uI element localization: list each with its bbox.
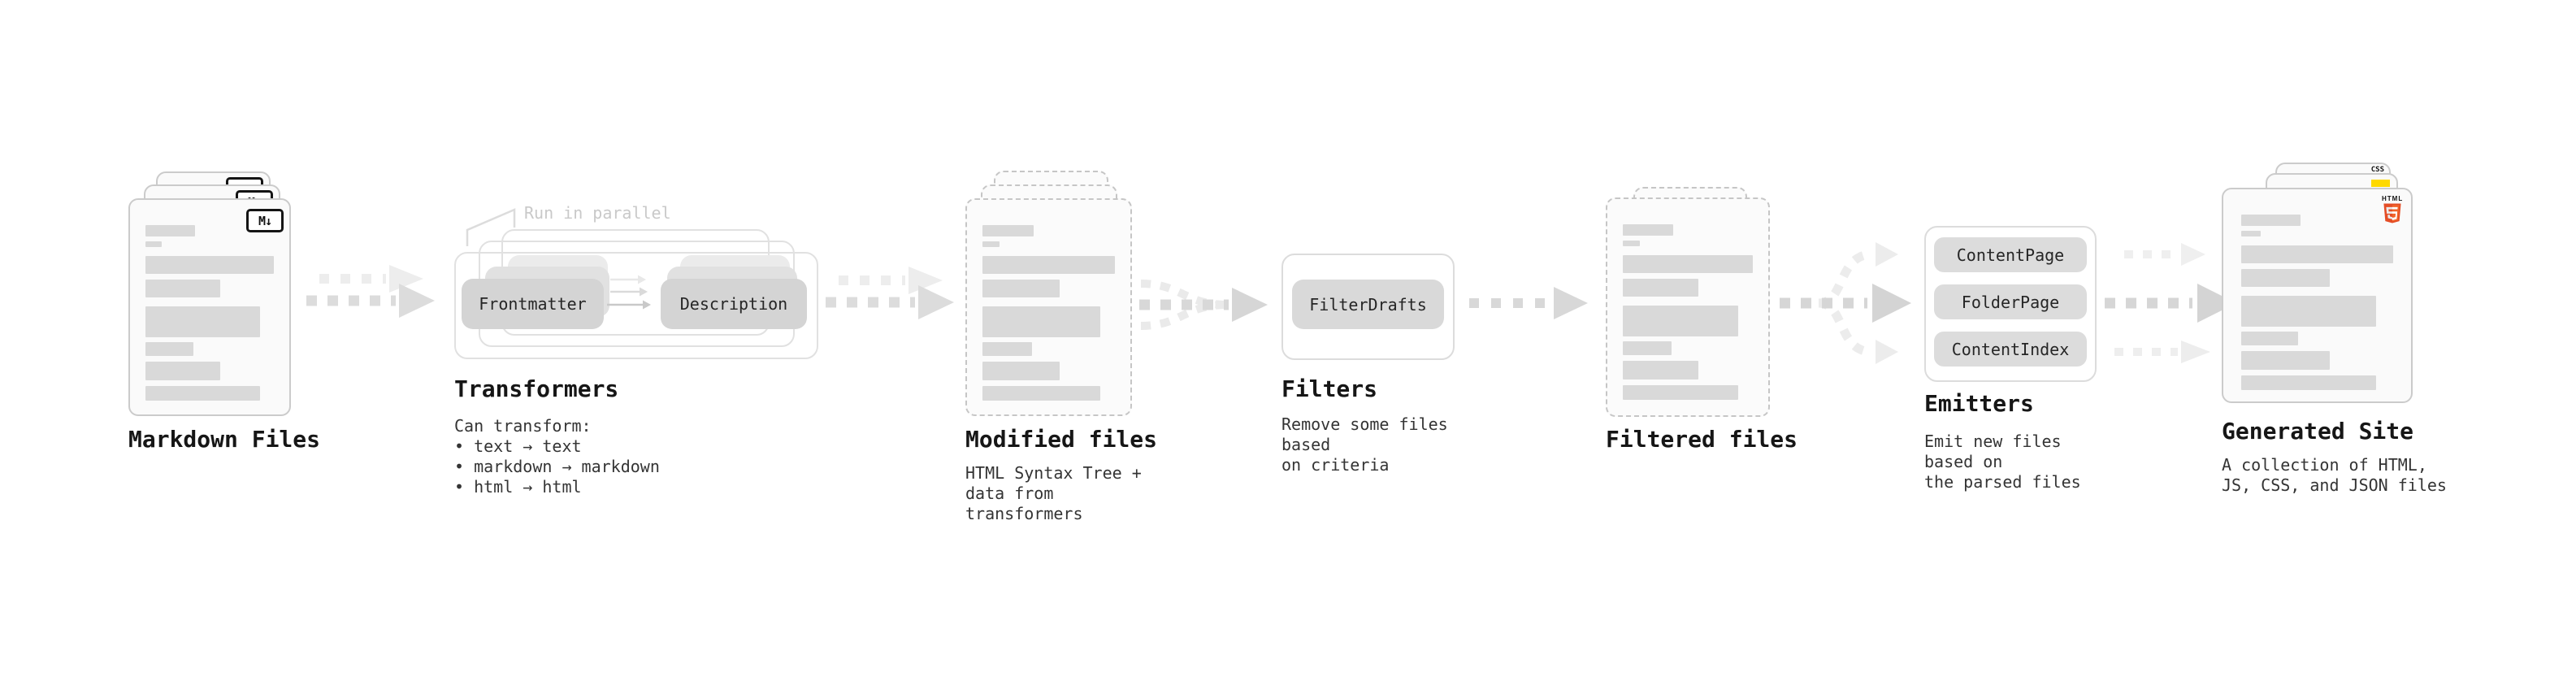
parallel-group-outline-front (454, 252, 818, 359)
folderpage-button: FolderPage (1934, 284, 2087, 319)
placeholder-bar (1622, 306, 1739, 336)
document-card-front: HTML (2222, 188, 2413, 403)
placeholder-bar (145, 241, 163, 247)
placeholder-bar (1622, 224, 1674, 236)
stage-label: Filtered files (1606, 426, 1798, 453)
arrow-emitters-to-generated (2105, 243, 2236, 363)
stage-description: Can transform: • text → text • markdown … (454, 416, 660, 497)
placeholder-bar (145, 306, 260, 337)
placeholder-bar (145, 342, 194, 356)
emitters-container (1924, 226, 2097, 382)
arrow-markdown-to-transformers (306, 265, 435, 318)
js-icon (2371, 180, 2390, 187)
stage-filtered-files: Filtered files (1606, 187, 1801, 463)
contentpage-button: ContentPage (1934, 237, 2087, 272)
stage-markdown-files: M↓ M↓ M↓ Markdown Files (128, 171, 323, 480)
document-card-front: M↓ (128, 198, 291, 416)
arrow-filtered-to-emitters (1780, 242, 1911, 364)
placeholder-bar (982, 342, 1033, 356)
stage-generated-site: CSS HTML Generated Site (2222, 163, 2465, 520)
stage-label: Generated Site (2222, 418, 2414, 445)
stage-label: Filters (1281, 375, 1378, 402)
arrow-transformers-to-modified (826, 267, 954, 319)
stage-label: Transformers (454, 375, 619, 402)
placeholder-bar (982, 306, 1100, 337)
placeholder-bar (1622, 341, 1672, 355)
placeholder-bar (982, 256, 1115, 274)
arrow-modified-to-filters (1139, 280, 1268, 330)
description-button: Description (661, 279, 807, 329)
stage-modified-files: Modified files HTML Syntax Tree + data f… (965, 171, 1160, 523)
stage-transformers: Frontmatter Description Run in parallel … (454, 203, 828, 538)
stage-label: Markdown Files (128, 426, 321, 453)
placeholder-bar (145, 225, 196, 236)
document-card-front (1606, 197, 1770, 417)
placeholder-bar (982, 225, 1034, 236)
placeholder-bar (2240, 215, 2301, 226)
placeholder-bar (145, 256, 275, 274)
placeholder-bar (2240, 245, 2394, 263)
arrow-filters-to-filtered (1469, 287, 1588, 319)
placeholder-bar (2240, 296, 2377, 327)
stage-description: A collection of HTML, JS, CSS, and JSON … (2222, 455, 2447, 495)
html5-icon: HTML (2382, 195, 2403, 224)
run-in-parallel-annotation: Run in parallel (524, 203, 671, 223)
contentindex-button: ContentIndex (1934, 332, 2087, 367)
placeholder-bar (982, 241, 1000, 247)
parallel-arrows-icon (607, 275, 651, 310)
placeholder-bar (982, 386, 1100, 401)
placeholder-bar (982, 362, 1060, 380)
placeholder-bar (145, 362, 220, 380)
annotation-leader-line (466, 208, 516, 246)
placeholder-bar (1622, 279, 1698, 297)
stage-description: Remove some files based on criteria (1281, 414, 1448, 475)
placeholder-bar (2240, 231, 2262, 236)
stage-description: Emit new files based on the parsed files (1924, 432, 2081, 492)
placeholder-bar (1622, 241, 1640, 246)
placeholder-bar (1622, 255, 1754, 273)
placeholder-bar (2240, 351, 2330, 370)
placeholder-bar (982, 280, 1060, 297)
document-card-front (965, 198, 1132, 416)
stage-emitters: ContentPage FolderPage ContentIndex Emit… (1924, 226, 2119, 502)
placeholder-bar (2240, 375, 2377, 390)
stage-description: HTML Syntax Tree + data from transformer… (965, 463, 1142, 523)
placeholder-bar (2240, 269, 2330, 287)
html5-icon-word: HTML (2382, 195, 2404, 202)
placeholder-bar (1622, 385, 1739, 400)
placeholder-bar (145, 280, 220, 297)
placeholder-bar (1622, 361, 1698, 380)
markdown-icon: M↓ (246, 209, 284, 232)
stage-label: Emitters (1924, 390, 2034, 417)
filters-container (1281, 254, 1455, 360)
stage-filters: FilterDrafts Filters Remove some files b… (1281, 254, 1477, 497)
stage-label: Modified files (965, 426, 1158, 453)
placeholder-bar (2240, 332, 2299, 345)
placeholder-bar (145, 386, 260, 401)
frontmatter-button: Frontmatter (462, 279, 604, 329)
filterdrafts-button: FilterDrafts (1292, 280, 1444, 329)
